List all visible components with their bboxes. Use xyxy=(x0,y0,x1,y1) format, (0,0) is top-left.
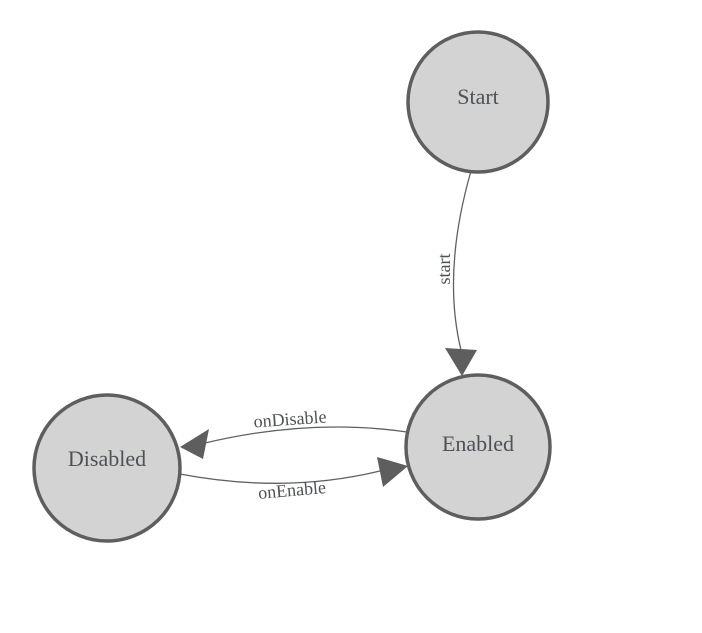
edge-start-to-enabled xyxy=(452,170,472,351)
state-label-enabled: Enabled xyxy=(442,431,514,456)
arrowhead-disabled-to-enabled xyxy=(377,457,408,487)
edge-disabled-to-enabled xyxy=(179,470,381,484)
edge-label-start: start xyxy=(434,254,454,285)
arrowhead-start-to-enabled xyxy=(445,348,477,376)
state-label-disabled: Disabled xyxy=(68,446,146,471)
state-node-enabled xyxy=(404,373,552,521)
edge-enabled-to-disabled xyxy=(204,426,408,444)
edge-label-onenable: onEnable xyxy=(257,477,326,503)
state-node-disabled xyxy=(32,393,182,543)
arrowhead-enabled-to-disabled xyxy=(180,429,209,459)
state-label-start: Start xyxy=(457,84,499,109)
state-node-start xyxy=(406,30,550,174)
